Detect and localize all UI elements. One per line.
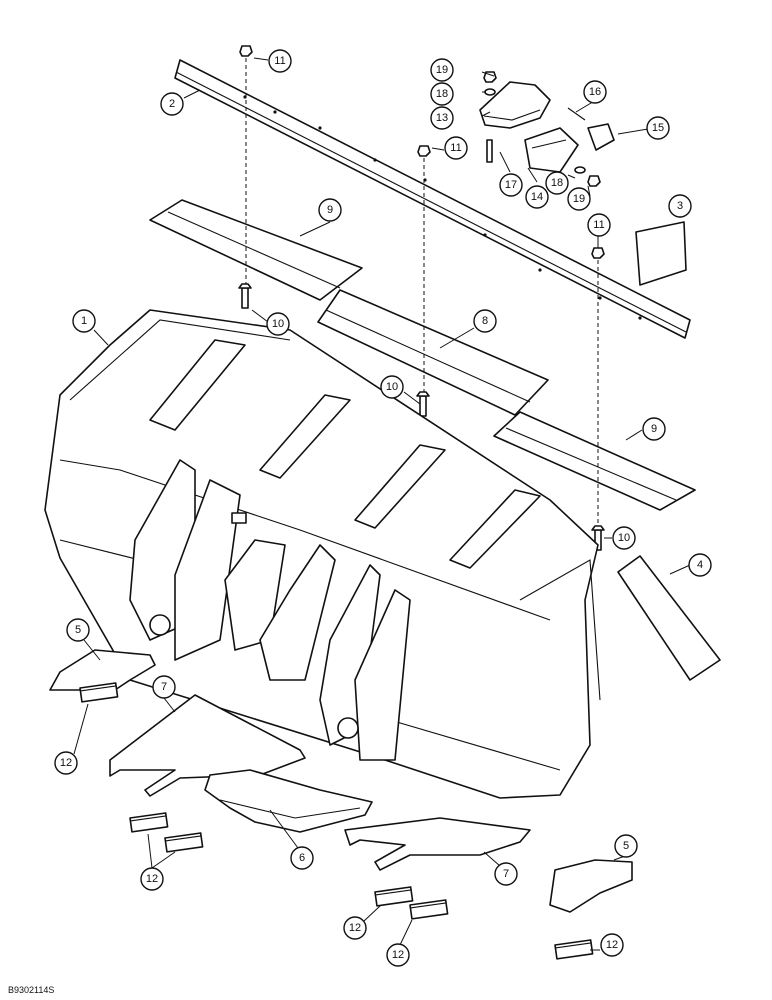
svg-text:5: 5	[75, 624, 81, 636]
svg-text:9: 9	[651, 423, 657, 435]
callout-19-top: 19	[430, 58, 454, 82]
callout-11-right: 11	[587, 213, 611, 237]
svg-text:12: 12	[146, 873, 158, 885]
svg-text:19: 19	[573, 193, 585, 205]
svg-text:10: 10	[272, 318, 284, 330]
svg-text:11: 11	[593, 219, 604, 231]
callout-12-a: 12	[54, 751, 78, 775]
callout-11-top: 11	[268, 49, 292, 73]
tooth-hardware	[483, 71, 601, 187]
svg-text:11: 11	[274, 55, 285, 67]
wear-pad-right	[549, 859, 633, 913]
callout-12-d: 12	[386, 943, 410, 967]
callout-5-left: 5	[66, 618, 90, 642]
svg-text:7: 7	[161, 681, 167, 693]
callout-2: 2	[160, 92, 184, 116]
dashed-bolt-lines	[245, 58, 599, 526]
svg-text:4: 4	[697, 559, 703, 571]
callout-11-mid: 11	[444, 136, 468, 160]
svg-text:10: 10	[386, 381, 398, 393]
leader-lines	[73, 57, 691, 951]
callout-19-mid: 19	[567, 187, 591, 211]
callout-4: 4	[688, 553, 712, 577]
callout-12-c: 12	[343, 916, 367, 940]
svg-text:12: 12	[349, 922, 361, 934]
svg-text:12: 12	[606, 939, 618, 951]
svg-text:7: 7	[503, 868, 509, 880]
svg-text:3: 3	[677, 200, 683, 212]
bucket	[44, 309, 601, 799]
svg-text:16: 16	[589, 86, 601, 98]
segment-edge-left	[149, 199, 363, 301]
wear-shoe-6	[204, 769, 373, 833]
cutting-edge	[174, 59, 691, 339]
hex-nuts	[239, 45, 605, 259]
segment-edge-right	[493, 411, 696, 511]
callout-18-mid: 18	[545, 171, 569, 195]
svg-text:5: 5	[623, 840, 629, 852]
wear-blocks	[79, 682, 594, 960]
svg-text:6: 6	[299, 852, 305, 864]
tooth-adapter	[479, 81, 551, 129]
callout-9-right: 9	[642, 417, 666, 441]
callout-18-top: 18	[430, 82, 454, 106]
callout-17: 17	[499, 173, 523, 197]
svg-text:15: 15	[652, 122, 664, 134]
skid-plate-right	[344, 817, 531, 871]
svg-text:8: 8	[482, 315, 488, 327]
svg-text:1: 1	[81, 315, 87, 327]
svg-text:12: 12	[60, 757, 72, 769]
figure-id: B9302114S	[8, 985, 54, 995]
callout-9-top: 9	[318, 198, 342, 222]
svg-text:19: 19	[436, 64, 448, 76]
svg-text:17: 17	[505, 179, 517, 191]
skid-plate-left	[109, 694, 306, 797]
segment-edge-center	[317, 289, 549, 416]
svg-text:11: 11	[450, 142, 461, 154]
wear-pad-left	[49, 649, 156, 691]
svg-text:9: 9	[327, 204, 333, 216]
svg-text:2: 2	[169, 98, 175, 110]
callout-7-right: 7	[494, 862, 518, 886]
svg-text:13: 13	[436, 112, 448, 124]
tooth-tip	[524, 123, 615, 173]
callout-15: 15	[646, 116, 670, 140]
callout-8: 8	[473, 309, 497, 333]
callout-10-left: 10	[266, 312, 290, 336]
svg-text:12: 12	[392, 949, 404, 961]
callout-7-left: 7	[152, 675, 176, 699]
callout-16: 16	[583, 80, 607, 104]
plow-bolts	[238, 283, 605, 551]
callout-10-mid: 10	[380, 375, 404, 399]
callout-10-right: 10	[612, 526, 636, 550]
svg-text:14: 14	[531, 191, 543, 203]
svg-text:18: 18	[551, 177, 563, 189]
callout-5-right: 5	[614, 834, 638, 858]
callout-3: 3	[668, 194, 692, 218]
svg-text:18: 18	[436, 88, 448, 100]
svg-text:10: 10	[618, 532, 630, 544]
wear-strip-4	[617, 555, 721, 681]
callout-1: 1	[72, 309, 96, 333]
callout-14: 14	[525, 185, 549, 209]
callout-12-e: 12	[600, 933, 624, 957]
callout-12-b: 12	[140, 867, 164, 891]
side-edge-3	[635, 221, 687, 286]
callout-13: 13	[430, 106, 454, 130]
callout-6: 6	[290, 846, 314, 870]
